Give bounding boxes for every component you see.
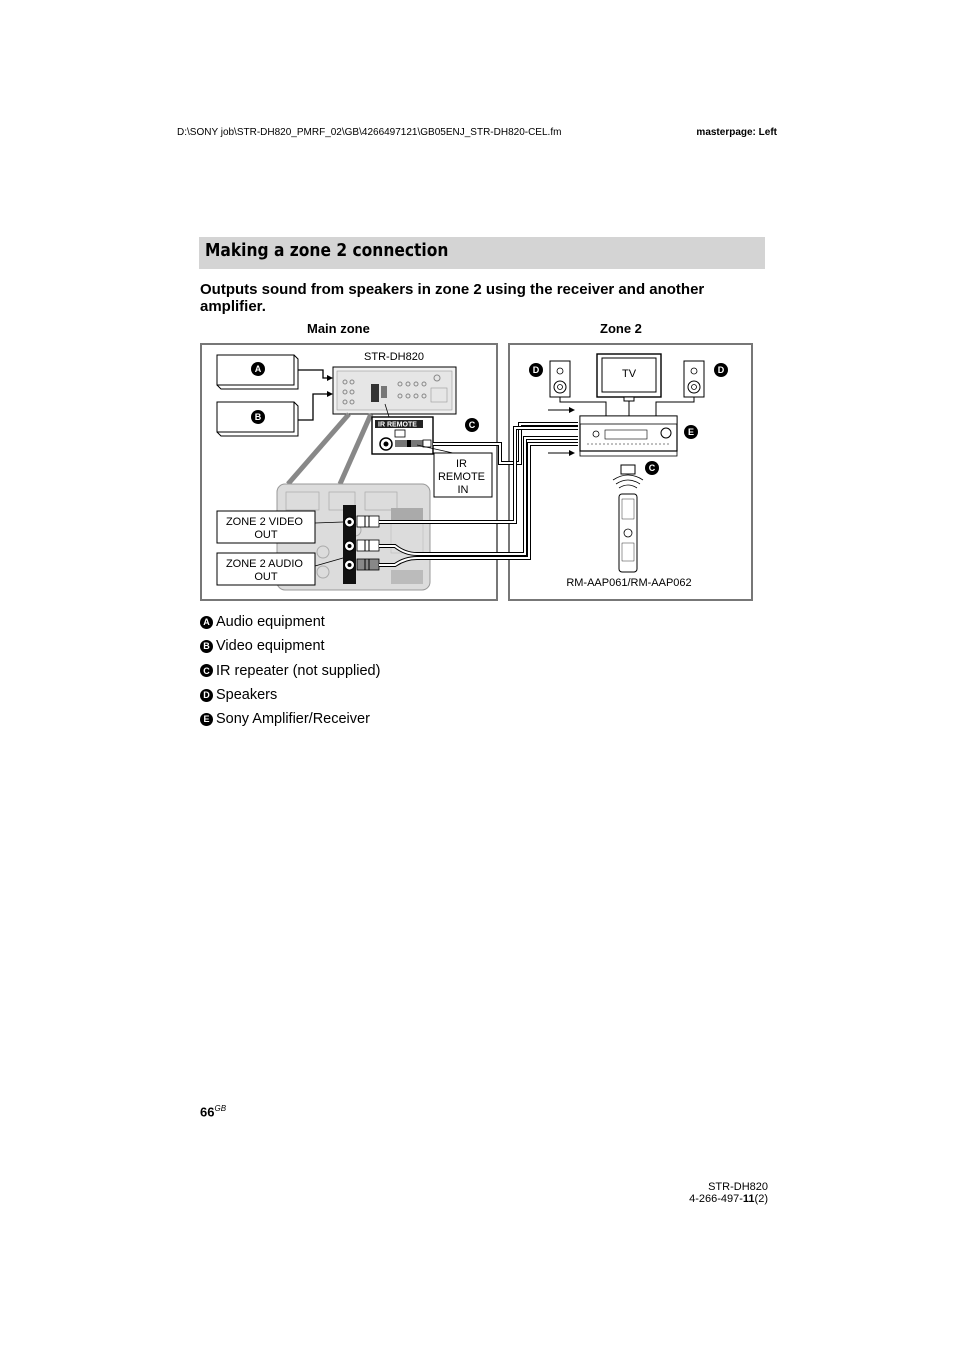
marker-b: B	[251, 410, 265, 424]
legend-item: B Video equipment	[200, 634, 380, 658]
remote-control-illustration	[612, 474, 644, 573]
zone2-audio-out-label: ZONE 2 AUDIO OUT	[226, 558, 306, 583]
marker-d-right: D	[714, 363, 728, 377]
legend-item: A Audio equipment	[200, 610, 380, 634]
ir-remote-in-label-box	[433, 452, 493, 498]
receiver-rear-panel	[332, 366, 457, 415]
legend-label: Speakers	[216, 687, 278, 704]
legend-item: C IR repeater (not supplied)	[200, 659, 380, 683]
zone2-input-arrows	[548, 407, 575, 456]
left-speaker	[549, 360, 571, 398]
masterpage-label: masterpage: Left	[696, 127, 777, 138]
main-zone-label: Main zone	[307, 321, 370, 336]
ir-repeater-emitter	[620, 464, 636, 475]
zone2-label: Zone 2	[600, 321, 642, 336]
marker-a: A	[251, 362, 265, 376]
svg-text:D: D	[533, 365, 540, 375]
legend-marker: A	[200, 615, 213, 629]
zone2-connection-diagram: STR-DH820 IR REMOTE IR REMOTE IN	[200, 343, 753, 601]
right-speaker	[683, 360, 705, 398]
legend-marker: C	[200, 664, 213, 678]
svg-text:B: B	[255, 412, 262, 422]
tv-label: TV	[622, 368, 637, 380]
marker-c-main: C	[465, 418, 479, 432]
footer-model: STR-DH820	[708, 1181, 768, 1193]
receiver-model-label: STR-DH820	[364, 351, 424, 363]
ir-remote-plate-label: IR REMOTE	[378, 422, 417, 429]
legend-label: Video equipment	[216, 638, 325, 655]
footer-code: STR-DH820 4-266-497-11(2)	[689, 1181, 768, 1205]
legend-item: D Speakers	[200, 683, 380, 707]
video-equipment-box	[216, 401, 299, 437]
svg-text:D: D	[718, 365, 725, 375]
zone2-video-out-label-box	[216, 510, 316, 544]
marker-e: E	[684, 425, 698, 439]
legend: A Audio equipment B Video equipment C IR…	[200, 610, 380, 731]
svg-text:A: A	[255, 364, 262, 374]
arrow-a-to-receiver	[298, 369, 329, 379]
ir-remote-in-label: IR REMOTE IN	[438, 458, 488, 496]
marker-c-zone2: C	[645, 461, 659, 475]
legend-label: Audio equipment	[216, 614, 325, 631]
remote-model-label: RM-AAP061/RM-AAP062	[566, 577, 691, 589]
file-path: D:\SONY job\STR-DH820_PMRF_02\GB\4266497…	[177, 127, 562, 138]
legend-label: Sony Amplifier/Receiver	[216, 711, 370, 728]
legend-marker: E	[200, 712, 213, 726]
arrow-b-to-receiver	[298, 393, 329, 421]
page-number: 66GB	[200, 1104, 227, 1120]
connection-cables	[379, 422, 578, 567]
zone2-amplifier	[579, 415, 678, 457]
svg-text:C: C	[649, 463, 656, 473]
legend-marker: B	[200, 639, 213, 653]
zone2-video-out-label: ZONE 2 VIDEO OUT	[226, 516, 306, 541]
zone2-audio-out-label-box	[216, 552, 316, 586]
legend-marker: D	[200, 688, 213, 702]
svg-text:C: C	[469, 420, 476, 430]
section-title-bar	[199, 237, 765, 269]
intro-text: Outputs sound from speakers in zone 2 us…	[200, 281, 705, 315]
section-title: Making a zone 2 connection	[205, 240, 449, 261]
legend-label: IR repeater (not supplied)	[216, 662, 381, 679]
footer-part-number: 4-266-497-11(2)	[689, 1193, 768, 1205]
marker-d-left: D	[529, 363, 543, 377]
legend-item: E Sony Amplifier/Receiver	[200, 707, 380, 731]
ir-remote-jack	[371, 416, 434, 455]
tv-set	[596, 353, 662, 402]
svg-text:E: E	[688, 427, 694, 437]
